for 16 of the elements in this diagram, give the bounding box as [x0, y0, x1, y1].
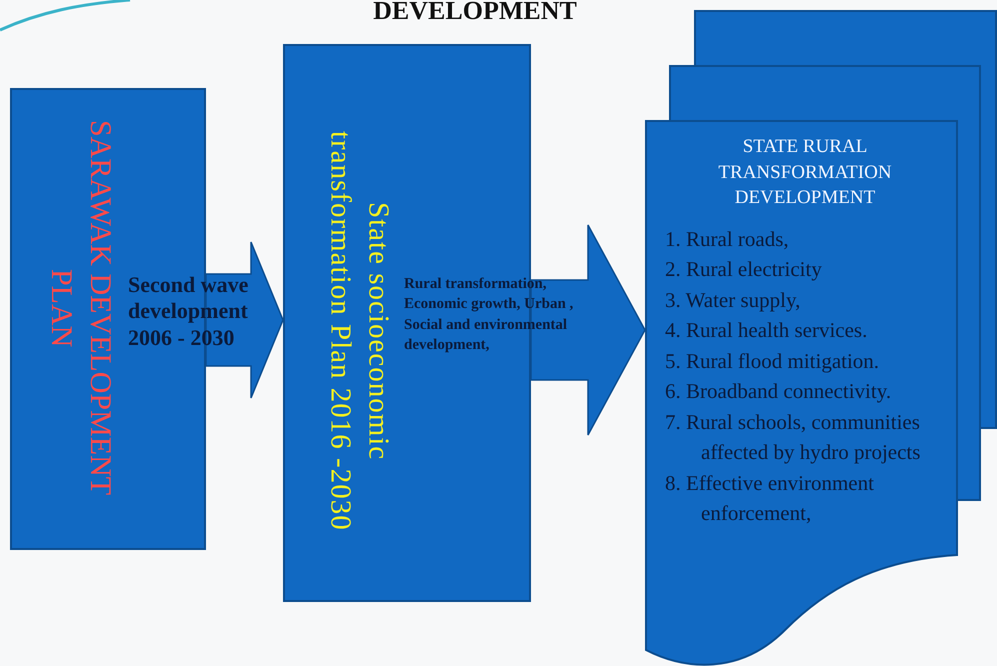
list-item: 1. Rural roads,: [664, 226, 790, 253]
list-item: 8. Effective environment enforcement,: [664, 470, 875, 527]
list-item: 4. Rural health services.: [664, 317, 868, 344]
edge-label: Second wave development 2006 - 2030: [128, 272, 250, 352]
list-item: 3. Water supply,: [664, 286, 802, 314]
box-title: State socioeconomic transformation Plan 2016 -2030: [324, 130, 396, 533]
list-item: 7. Rural schools, communities affected by hydro projects: [664, 408, 922, 466]
list-item: 5. Rural flood mitigation.: [664, 348, 880, 375]
list-heading: STATE RURAL TRANSFORMATION DEVELOPMENT: [717, 135, 893, 210]
block-arrow: [205, 241, 284, 399]
block-arrow: [530, 224, 646, 436]
slide-title: DEVELOPMENT: [372, 0, 578, 26]
list-item: 6. Broadband connectivity.: [664, 378, 892, 406]
edge-label: Rural transformation, Economic growth, Urban , Social and environmental development,: [404, 275, 574, 355]
box-title: SARAWAK DEVELOPMENT PLAN: [44, 119, 118, 498]
list-item: 2. Rural electricity: [664, 256, 823, 284]
